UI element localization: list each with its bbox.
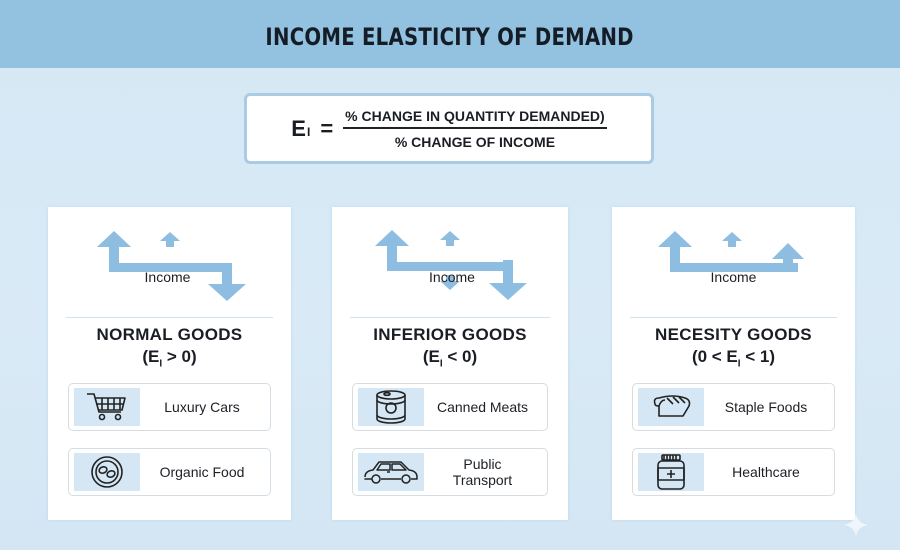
condition-sub: I [737, 358, 741, 370]
icon-box [74, 453, 140, 491]
car-icon [364, 461, 418, 484]
formula-lhs-symbol: E [291, 115, 306, 141]
income-label: Income [429, 269, 475, 285]
item-label: Luxury Cars [164, 399, 240, 415]
item-label: Healthcare [732, 464, 800, 480]
icon-box [358, 388, 424, 426]
income-label: Income [710, 269, 757, 285]
elasticity-condition: (0 < EI < 1) [612, 347, 855, 369]
arrow-up-left-up-right-icon [658, 231, 804, 272]
income-arrows-diagram: Income [332, 229, 568, 301]
elasticity-condition: (EI < 0) [332, 347, 568, 369]
example-item-staple-foods: Staple Foods [632, 383, 835, 431]
item-label: Staple Foods [724, 399, 808, 415]
organic-food-plate-icon [91, 456, 123, 488]
formula-numerator: % CHANGE IN QUANTITY DEMANDED) [343, 108, 607, 129]
goods-type-title: NORMAL GOODS [96, 325, 243, 344]
page-title: INCOME ELASTICITY OF DEMAND [265, 23, 635, 51]
condition-pre: (0 < E [691, 347, 738, 366]
item-label-line1: Public [463, 456, 502, 472]
condition-post: > 0) [162, 347, 197, 366]
example-item-organic-food: Organic Food [68, 448, 271, 496]
bread-icon [653, 395, 691, 417]
card-necessity-goods: Income NECESITY GOODS (0 < EI < 1) Stapl… [612, 207, 855, 520]
example-item-public-transport: Public Transport [352, 448, 548, 496]
formula-lhs-subscript: I [306, 124, 311, 139]
example-item-luxury-cars: Luxury Cars [68, 383, 271, 431]
elasticity-condition: (EI > 0) [48, 347, 291, 369]
divider [630, 317, 837, 318]
example-item-healthcare: Healthcare [632, 448, 835, 496]
item-label: Public Transport [424, 456, 547, 488]
condition-post: < 0) [442, 347, 478, 366]
condition-pre: (E [142, 347, 160, 366]
condition-pre: (E [422, 347, 440, 366]
formula-fraction: % CHANGE IN QUANTITY DEMANDED) % CHANGE … [343, 108, 607, 150]
divider [350, 317, 550, 318]
icon-box [638, 453, 704, 491]
formula-equals: = [320, 115, 334, 141]
icon-box [638, 388, 704, 426]
icon-box [358, 453, 424, 491]
icon-box [74, 388, 140, 426]
sparkle-icon [844, 513, 868, 537]
card-normal-goods: Income NORMAL GOODS (EI > 0) Luxury Cars [48, 207, 291, 520]
canned-food-icon [376, 390, 406, 424]
income-label: Income [144, 269, 191, 285]
condition-post: < 1) [740, 347, 776, 366]
example-item-canned-meats: Canned Meats [352, 383, 548, 431]
arrow-up-left-down-right-icon [97, 231, 246, 301]
divider [66, 317, 273, 318]
goods-type-title: INFERIOR GOODS [373, 325, 527, 344]
medicine-jar-icon [657, 454, 685, 490]
card-inferior-goods: Income INFERIOR GOODS (EI < 0) Canned Me… [332, 207, 568, 520]
condition-sub: I [159, 358, 163, 370]
item-label: Organic Food [159, 464, 245, 480]
arrow-up-left-up-down-down-right-icon [375, 230, 527, 300]
title-banner: INCOME ELASTICITY OF DEMAND [0, 0, 900, 68]
formula-denominator: % CHANGE OF INCOME [394, 133, 556, 150]
item-label: Canned Meats [436, 399, 529, 415]
shopping-cart-icon [87, 393, 126, 421]
income-arrows-diagram: Income [48, 229, 291, 301]
item-label-line2: Transport [452, 472, 513, 488]
condition-sub: I [439, 358, 443, 370]
goods-type-title: NECESITY GOODS [655, 325, 812, 344]
income-arrows-diagram: Income [612, 229, 855, 301]
